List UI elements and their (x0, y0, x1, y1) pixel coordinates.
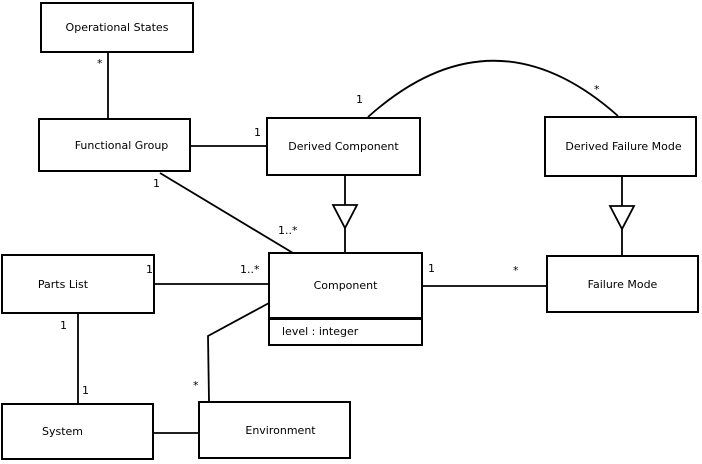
class-name: Derived Failure Mode (565, 140, 682, 153)
connector-component-environment (207, 302, 270, 402)
multiplicity-parts-list-end: 1 (146, 263, 153, 276)
generalization-triangle-icon (608, 205, 636, 231)
class-operational-states[interactable]: Operational States (40, 2, 194, 53)
class-name: System (41, 425, 84, 438)
class-name: Failure Mode (587, 277, 658, 291)
multiplicity-functional-group-end: 1 (153, 177, 160, 190)
class-component[interactable]: Component level : integer (268, 252, 423, 346)
class-functional-group[interactable]: Functional Group (38, 118, 191, 172)
connector-functional-group-component (159, 172, 294, 254)
class-name: Parts List (37, 277, 89, 291)
multiplicity-arc-derived-failure-mode-end: * (594, 83, 600, 96)
class-name: Operational States (65, 21, 169, 34)
multiplicity-parts-list-system-top: 1 (60, 319, 67, 332)
class-derived-component[interactable]: Derived Component (266, 117, 421, 176)
class-attribute-compartment: level : integer (270, 317, 421, 338)
class-system[interactable]: System (1, 403, 154, 460)
multiplicity-component-end-parts: 1..* (240, 263, 260, 276)
multiplicity-component-end-diagonal: 1..* (278, 224, 298, 237)
generalization-triangle-icon (331, 204, 359, 230)
multiplicity-parts-list-system-bottom: 1 (82, 384, 89, 397)
multiplicity-environment-end: * (193, 379, 199, 392)
multiplicity-arc-derived-component-end: 1 (356, 93, 363, 106)
class-name: Derived Component (288, 140, 399, 153)
multiplicity-failure-mode-end: * (513, 264, 519, 277)
class-name: Component (313, 279, 378, 292)
connector-derived-component-derived-failure-mode-arc (367, 59, 619, 118)
class-derived-failure-mode[interactable]: Derived Failure Mode (544, 116, 697, 177)
class-failure-mode[interactable]: Failure Mode (546, 255, 699, 313)
class-environment[interactable]: Environment (198, 401, 351, 459)
class-name: Environment (245, 423, 316, 437)
multiplicity-component-end-failure: 1 (428, 262, 435, 275)
multiplicity-derived-component-end: 1 (254, 126, 261, 139)
class-name: Functional Group (74, 138, 169, 152)
class-attribute: level : integer (282, 325, 359, 338)
class-name-compartment: Component (270, 254, 421, 317)
class-parts-list[interactable]: Parts List (1, 254, 155, 314)
multiplicity-operational-states-end: * (97, 57, 103, 70)
